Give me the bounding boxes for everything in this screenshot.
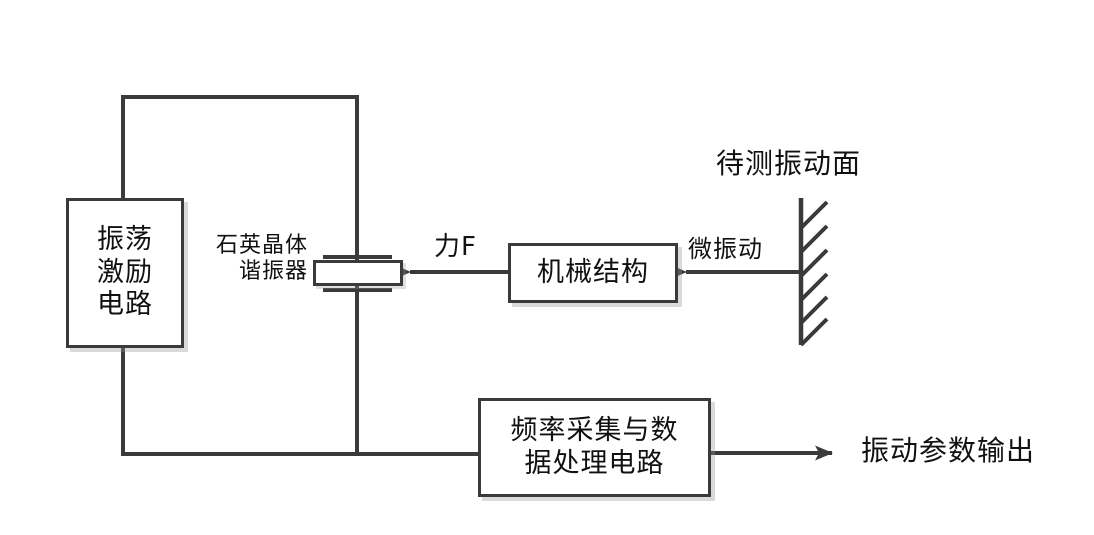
vibration-parameter-output-label: 振动参数输出 [861, 434, 1036, 467]
wall-icon [798, 198, 829, 347]
quartz-crystal-resonator-label: 石英晶体 谐振器 [215, 233, 308, 284]
mechanical-structure-box[interactable]: 机械结构 [508, 243, 678, 303]
frequency-acquisition-circuit-box[interactable]: 频率采集与数 据处理电路 [478, 398, 711, 497]
quartz-crystal-resonator-icon [313, 260, 403, 286]
oscillation-excitation-circuit-box[interactable]: 振荡 激励 电路 [66, 198, 184, 348]
wire-oscillator-top-to-crystal [121, 95, 359, 261]
oscillation-excitation-circuit-label: 振荡 激励 电路 [97, 223, 153, 321]
vibration-surface-label: 待测振动面 [716, 147, 862, 180]
micro-vibration-label: 微振动 [688, 235, 763, 263]
wire-oscillator-bottom-to-frequency [121, 348, 478, 456]
mechanical-structure-label: 机械结构 [537, 256, 649, 288]
frequency-acquisition-circuit-label: 频率采集与数 据处理电路 [510, 414, 679, 479]
force-label: 力F [434, 232, 477, 262]
